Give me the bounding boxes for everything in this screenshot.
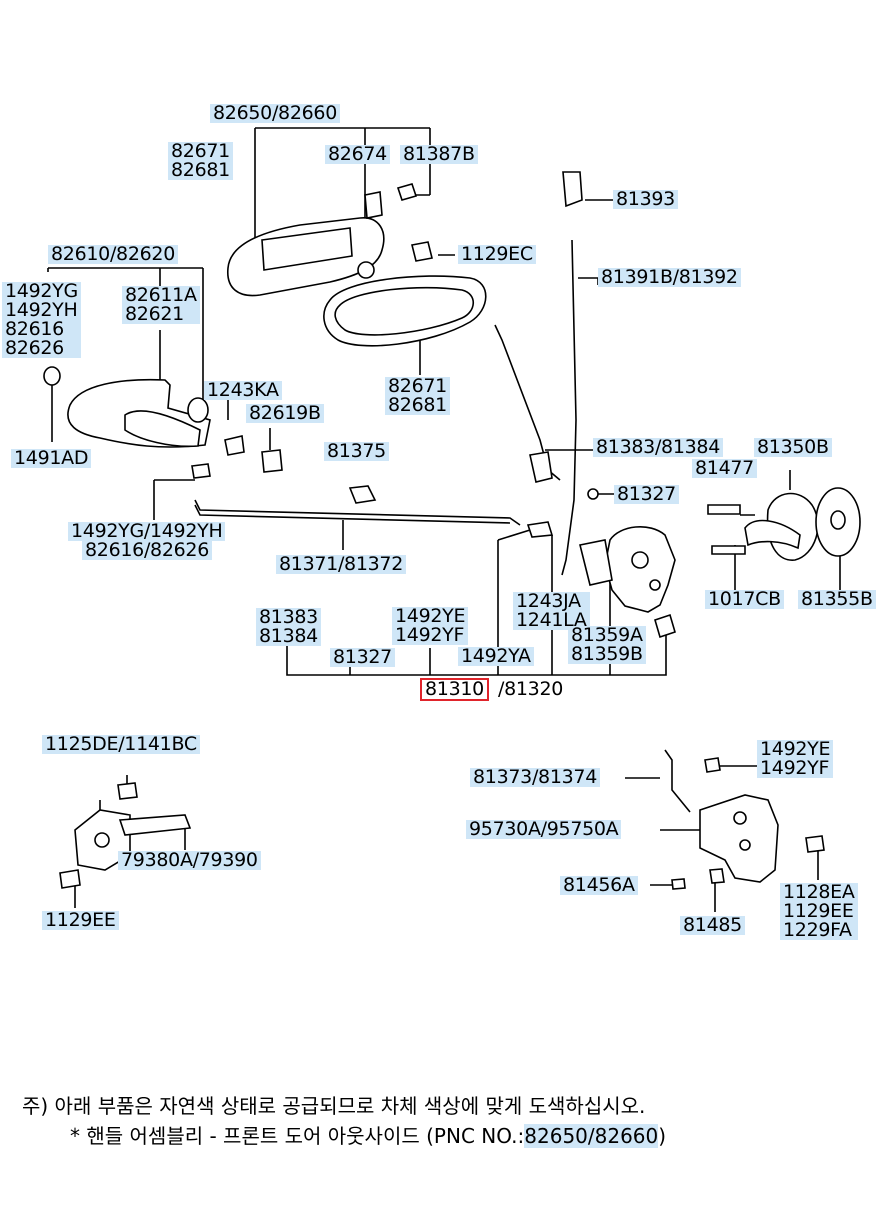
part-number-1492yf: 1492YF: [395, 624, 465, 646]
part-label-82650-82660[interactable]: 82650/82660: [210, 104, 340, 123]
part-label-1491ad[interactable]: 1491AD: [11, 449, 92, 468]
part-label-82619b[interactable]: 82619B: [246, 404, 324, 423]
part-label-81371-81372[interactable]: 81371/81372: [276, 555, 406, 574]
door-check-part: [59, 782, 192, 889]
part-label-1128ea-group[interactable]: 1128EA 1129EE 1229FA: [780, 883, 858, 940]
part-label-1129ec[interactable]: 1129EC: [458, 245, 536, 264]
part-label-81387b[interactable]: 81387B: [400, 145, 478, 164]
part-label-1492yg-group[interactable]: 1492YG 1492YH 82616 82626: [2, 282, 81, 358]
part-number-82671: 82671: [171, 140, 230, 162]
part-label-82616-82626[interactable]: 82616/82626: [82, 541, 212, 560]
part-label-81327[interactable]: 81327: [330, 648, 395, 667]
part-label-1017cb[interactable]: 1017CB: [705, 590, 784, 609]
part-label-82610-82620[interactable]: 82610/82620: [48, 245, 178, 264]
part-label-1492yg-1492yh[interactable]: 1492YG/1492YH: [68, 522, 226, 541]
part-number-1492yh: 1492YH: [5, 299, 78, 321]
leader-lines: [47, 127, 841, 912]
rear-latch-part: [664, 749, 825, 890]
part-label-79380a-79390[interactable]: 79380A/79390: [118, 851, 261, 870]
part-label-81391b-81392[interactable]: 81391B/81392: [598, 268, 741, 287]
part-label-81456a[interactable]: 81456A: [560, 876, 638, 895]
part-label-81477[interactable]: 81477: [692, 459, 757, 478]
part-number-82626: 82626: [5, 337, 64, 359]
inside-handle-part: [43, 366, 283, 479]
part-number-1229fa: 1229FA: [783, 919, 852, 941]
part-number-81359b: 81359B: [571, 643, 643, 665]
door-latch-part: [579, 525, 676, 639]
part-label-81383-81384-top[interactable]: 81383/81384: [593, 438, 723, 457]
footnote-prefix: * 핸들 어셈블리 - 프론트 도어 아웃사이드 (PNC NO.:: [70, 1124, 525, 1148]
part-number-82681: 82681: [171, 159, 230, 181]
part-label-1125de-1141bc[interactable]: 1125DE/1141BC: [42, 735, 200, 754]
part-label-1243ka[interactable]: 1243KA: [204, 381, 282, 400]
part-number-1492ye: 1492YE: [395, 605, 466, 627]
inside-handle-rod-part: [194, 485, 554, 538]
handle-gasket-part: [323, 275, 487, 347]
part-label-1129ee[interactable]: 1129EE: [42, 911, 119, 930]
part-number-81359a: 81359A: [571, 624, 643, 646]
part-number-82681: 82681: [388, 394, 447, 416]
outside-handle-part: [227, 191, 385, 297]
footnote-paint-notice: 주) 아래 부품은 자연색 상태로 공급되므로 차체 색상에 맞게 도색하십시오…: [22, 1094, 646, 1118]
part-number-1492yg: 1492YG: [5, 280, 78, 302]
part-number-82611a: 82611A: [125, 284, 197, 306]
footnote-suffix: ): [658, 1124, 667, 1148]
part-label-81375[interactable]: 81375: [324, 442, 389, 461]
bolt-parts-top: [396, 171, 583, 262]
part-label-81355b[interactable]: 81355B: [798, 590, 876, 609]
part-number-81383: 81383: [259, 606, 318, 628]
footnote-pnc-link[interactable]: 82650/82660: [524, 1124, 659, 1148]
lock-rod-part: [494, 324, 599, 500]
footnote-handle-assembly: * 핸들 어셈블리 - 프론트 도어 아웃사이드 (PNC NO.:82650/…: [70, 1120, 666, 1149]
part-label-81310-selected[interactable]: 81310: [420, 678, 489, 701]
part-number-82671: 82671: [388, 375, 447, 397]
part-label-81350b[interactable]: 81350B: [754, 438, 832, 457]
part-label-81320[interactable]: /81320: [495, 680, 567, 699]
part-label-81393[interactable]: 81393: [613, 190, 678, 209]
part-label-81485[interactable]: 81485: [680, 916, 745, 935]
part-number-1243ja: 1243JA: [516, 590, 581, 612]
part-number-82616: 82616: [5, 318, 64, 340]
part-label-81327-top[interactable]: 81327: [614, 485, 679, 504]
actuator-rod-part: [561, 239, 577, 576]
part-label-81373-81374[interactable]: 81373/81374: [470, 768, 600, 787]
part-number-1492ye: 1492YE: [760, 738, 831, 760]
part-label-82674[interactable]: 82674: [325, 145, 390, 164]
part-label-95730a-95750a[interactable]: 95730A/95750A: [466, 820, 622, 839]
part-number-1129ee: 1129EE: [783, 900, 854, 922]
striker-part: [707, 487, 861, 561]
part-label-1492ya[interactable]: 1492YA: [458, 647, 534, 666]
part-number-1492yf: 1492YF: [760, 757, 830, 779]
part-number-82621: 82621: [125, 303, 184, 325]
part-number-1241la: 1241LA: [516, 609, 587, 631]
part-number-1128ea: 1128EA: [783, 881, 855, 903]
part-number-81384: 81384: [259, 625, 318, 647]
